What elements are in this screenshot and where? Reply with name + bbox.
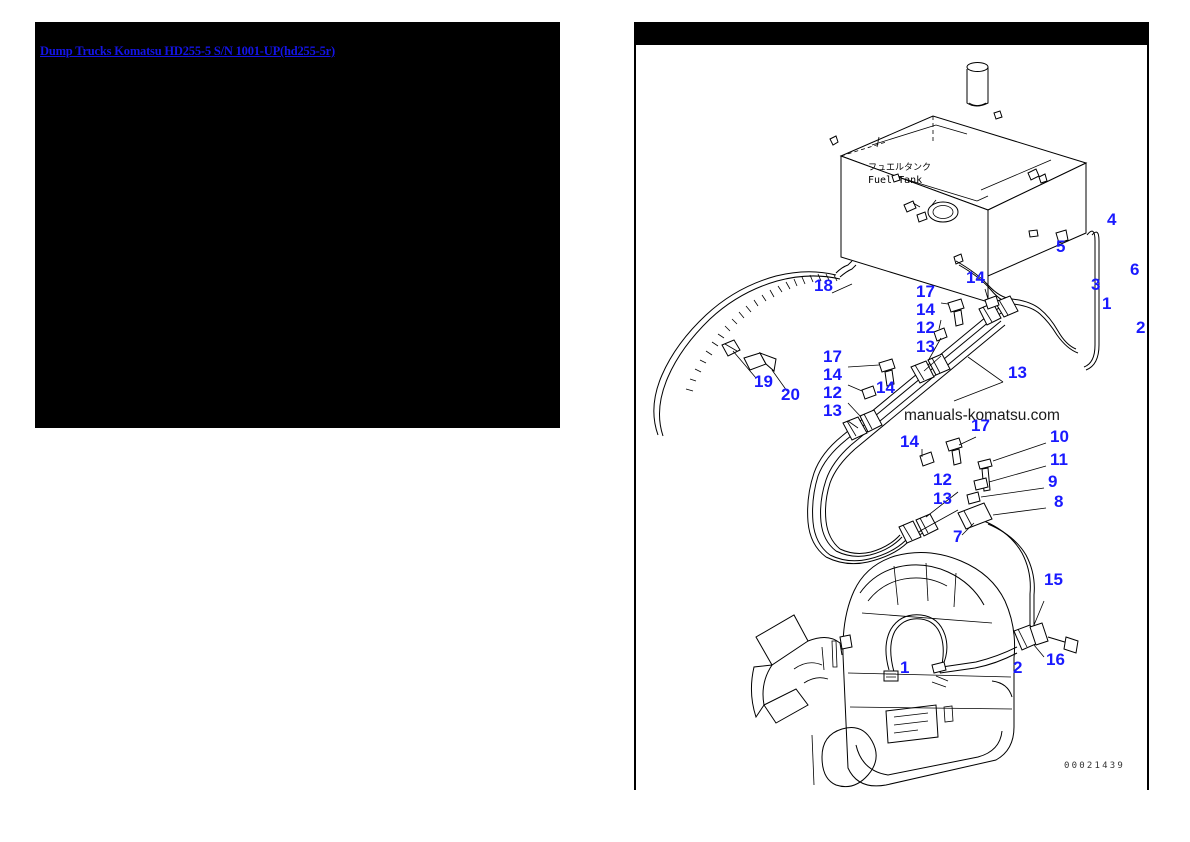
callout-16: 16: [1046, 650, 1065, 669]
callout-2-engine: 2: [1013, 658, 1022, 677]
diagram-left-border: [634, 22, 636, 790]
diagram-right-border: [1147, 22, 1149, 790]
callout-17-mid: 17: [916, 282, 935, 301]
callout-3: 3: [1091, 275, 1100, 294]
callout-10: 10: [1050, 427, 1069, 446]
parts-diagram-panel: フュエルタンク Fuel Tank: [634, 22, 1149, 790]
callout-number-group: 1 2 3 4 5 6 7 8 9 10 11 12 13 14 15 16 1: [754, 210, 1145, 677]
callout-9: 9: [1048, 472, 1057, 491]
tank-label-japanese: フュエルタンク: [868, 162, 931, 173]
callout-5: 5: [1056, 237, 1065, 256]
callout-13-mid: 13: [916, 337, 935, 356]
callout-1-upper: 1: [1102, 294, 1111, 313]
callout-19: 19: [754, 372, 773, 391]
callout-2-upper: 2: [1136, 318, 1145, 337]
callout-1-engine: 1: [900, 658, 909, 677]
callout-13-lower: 13: [933, 489, 952, 508]
callout-18: 18: [814, 276, 833, 295]
callout-14-mid: 14: [916, 300, 935, 319]
clamp-assemblies-graphic: [842, 288, 1019, 441]
callout-15: 15: [1044, 570, 1063, 589]
engine-block-graphic: [750, 552, 1016, 788]
document-title-link[interactable]: Dump Trucks Komatsu HD255-5 S/N 1001-UP(…: [40, 44, 335, 58]
callout-17-lower: 17: [971, 416, 990, 435]
callout-13-left: 13: [823, 401, 842, 420]
callout-14-left: 14: [823, 365, 842, 384]
callout-20: 20: [781, 385, 800, 404]
site-watermark: manuals-komatsu.com: [904, 407, 1060, 424]
callout-6: 6: [1130, 260, 1139, 279]
drain-hose-graphic: [653, 260, 857, 437]
lower-block-assembly-graphic: [898, 436, 1047, 544]
callout-13-right: 13: [1008, 363, 1027, 382]
callout-4: 4: [1107, 210, 1117, 229]
drawing-number: 00021439: [1064, 761, 1125, 771]
callout-12-left: 12: [823, 383, 842, 402]
fuel-tank-graphic: フュエルタンク Fuel Tank: [829, 62, 1088, 303]
callout-12-mid: 12: [916, 318, 935, 337]
callout-17-left: 17: [823, 347, 842, 366]
callout-14-upper: 14: [966, 268, 985, 287]
diagram-canvas: フュエルタンク Fuel Tank: [636, 45, 1147, 790]
callout-14-lower: 14: [900, 432, 919, 451]
callout-7: 7: [953, 527, 962, 546]
callout-12-lower: 12: [933, 470, 952, 489]
clamp-15-16-graphic: [1013, 600, 1079, 658]
callout-8: 8: [1054, 492, 1063, 511]
callout-14-mid2: 14: [876, 378, 895, 397]
diagram-top-bar: [635, 22, 1149, 45]
preview-panel: Dump Trucks Komatsu HD255-5 S/N 1001-UP(…: [35, 22, 560, 428]
callout-11: 11: [1050, 450, 1068, 469]
